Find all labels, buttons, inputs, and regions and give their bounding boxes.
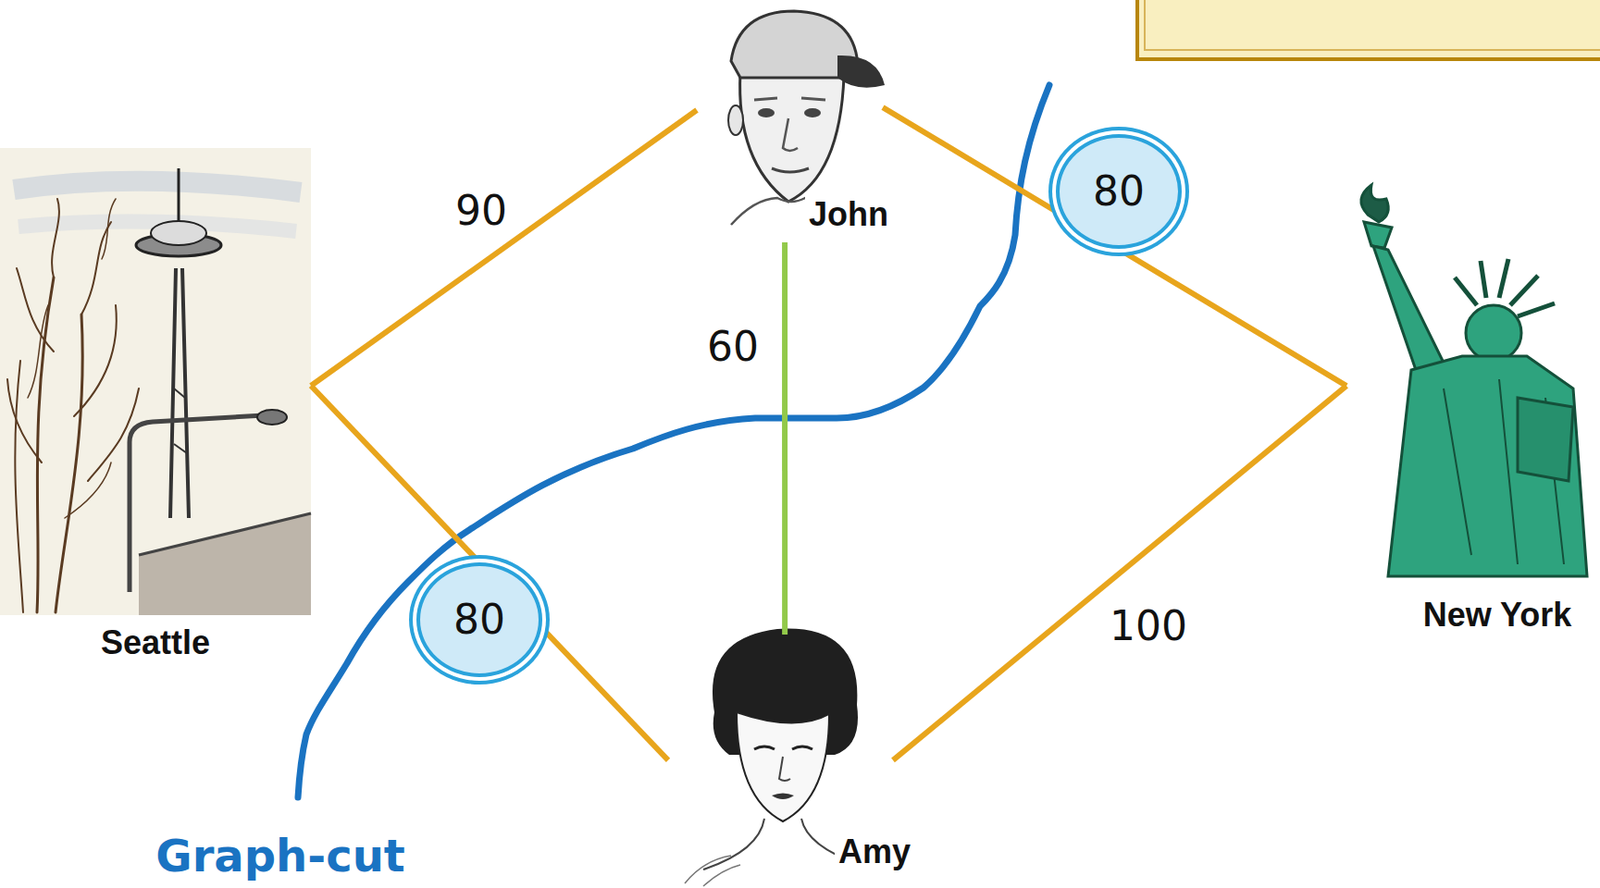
brows bbox=[754, 98, 826, 100]
nose bbox=[779, 756, 791, 782]
sky-wash bbox=[13, 181, 301, 193]
edge-cost: 90 bbox=[451, 188, 511, 234]
note-box-frame bbox=[1137, 0, 1600, 60]
face bbox=[740, 72, 844, 202]
nose bbox=[782, 118, 798, 151]
lamp-head bbox=[257, 409, 287, 425]
edge-cost: 60 bbox=[703, 324, 763, 370]
needle-spire bbox=[177, 168, 181, 223]
lips bbox=[771, 793, 794, 801]
tablet bbox=[1517, 397, 1574, 482]
node-name: Amy bbox=[834, 832, 915, 871]
eye bbox=[757, 108, 775, 118]
edge-cost: 100 bbox=[1105, 604, 1191, 649]
city-node: Seattle bbox=[0, 148, 311, 667]
node-name: John bbox=[805, 195, 893, 234]
note-box-inner bbox=[1144, 0, 1600, 50]
note-box bbox=[1137, 0, 1600, 60]
lamp-post bbox=[129, 415, 264, 593]
john-sketch bbox=[728, 11, 885, 225]
sketch-ground bbox=[0, 148, 311, 616]
torch bbox=[1364, 222, 1392, 249]
needle-legs bbox=[170, 268, 189, 519]
shoulder-lines bbox=[684, 855, 741, 887]
person-node: John bbox=[696, 0, 883, 243]
node-name: Seattle bbox=[97, 623, 214, 662]
cut-cost-circle: 80 bbox=[416, 562, 543, 678]
wall-edge bbox=[138, 513, 311, 556]
ear bbox=[728, 105, 744, 136]
cap-brim bbox=[837, 55, 885, 88]
city-node: New York bbox=[1346, 198, 1597, 634]
robe bbox=[1388, 356, 1588, 577]
liberty-statue bbox=[1361, 185, 1588, 577]
cut-cost-circle: 80 bbox=[1055, 134, 1182, 249]
cost-edge bbox=[310, 110, 697, 386]
cost-edge bbox=[882, 107, 1347, 386]
raised-arm bbox=[1373, 246, 1444, 371]
eye bbox=[804, 108, 821, 118]
node-name: New York bbox=[1419, 595, 1576, 634]
tree-branches bbox=[7, 198, 139, 613]
face bbox=[736, 712, 830, 822]
head bbox=[1465, 305, 1522, 361]
person-node: Amy bbox=[668, 634, 894, 888]
torch-flame bbox=[1361, 185, 1389, 223]
wall bbox=[138, 513, 311, 616]
needle-top bbox=[150, 221, 207, 246]
cost-edge bbox=[310, 385, 669, 761]
seattle-sketch bbox=[0, 148, 311, 616]
cost-edge bbox=[781, 242, 788, 635]
cut-label: Graph-cut bbox=[155, 831, 405, 882]
graph-cut-curve bbox=[297, 85, 1050, 798]
cost-edge bbox=[893, 385, 1347, 761]
mouth bbox=[771, 168, 809, 173]
eyes bbox=[754, 746, 813, 750]
